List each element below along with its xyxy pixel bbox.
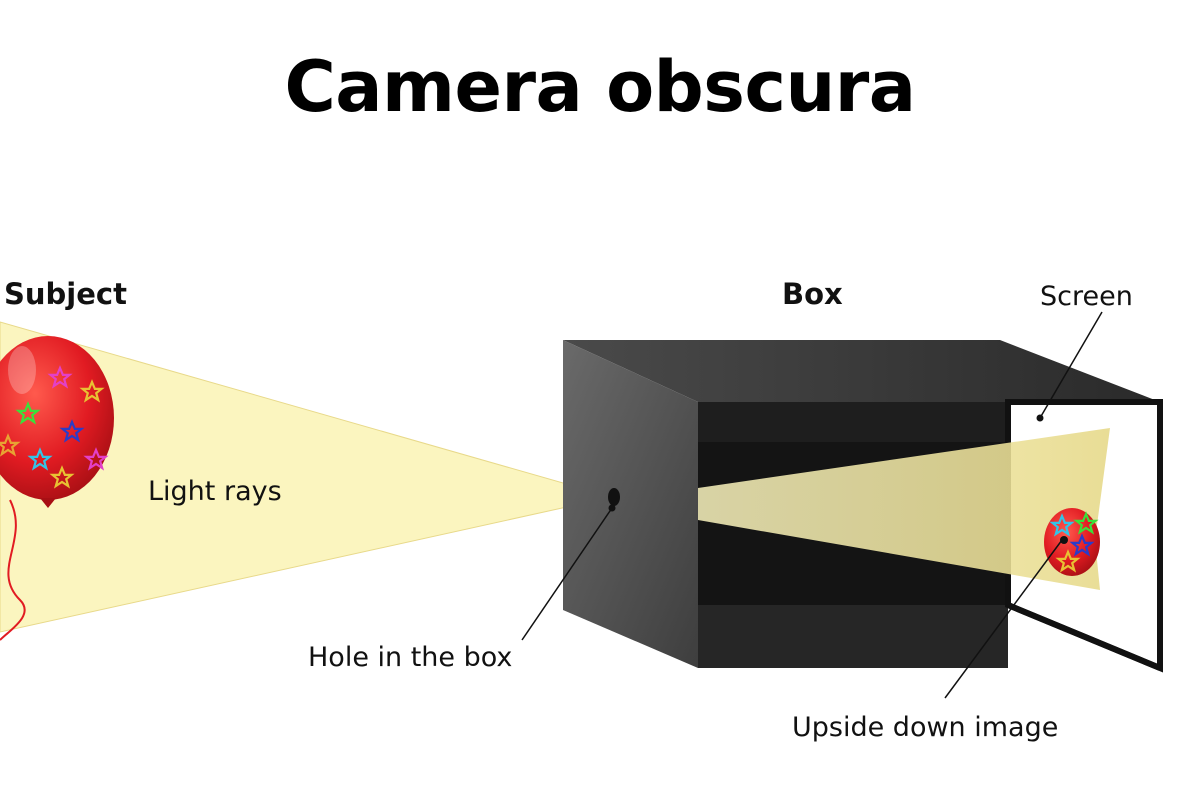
box-front-face — [563, 340, 698, 668]
light-rays-cone — [0, 321, 613, 633]
balloon-icon — [0, 336, 114, 641]
label-light-rays: Light rays — [148, 476, 282, 507]
label-hole: Hole in the box — [308, 642, 513, 673]
label-upside-down-image: Upside down image — [792, 712, 1059, 743]
hole — [608, 488, 620, 506]
box-top-face — [563, 340, 1160, 402]
label-screen: Screen — [1040, 281, 1133, 312]
pointer-hole — [521, 507, 613, 641]
inverted-balloon-icon — [1044, 508, 1100, 576]
pointer-image — [944, 539, 1063, 699]
pointer-screen — [1039, 311, 1103, 419]
page-title: Camera obscura — [284, 46, 916, 128]
label-subject: Subject — [4, 277, 127, 311]
inner-light-beam — [698, 428, 1110, 590]
label-box: Box — [782, 277, 843, 311]
